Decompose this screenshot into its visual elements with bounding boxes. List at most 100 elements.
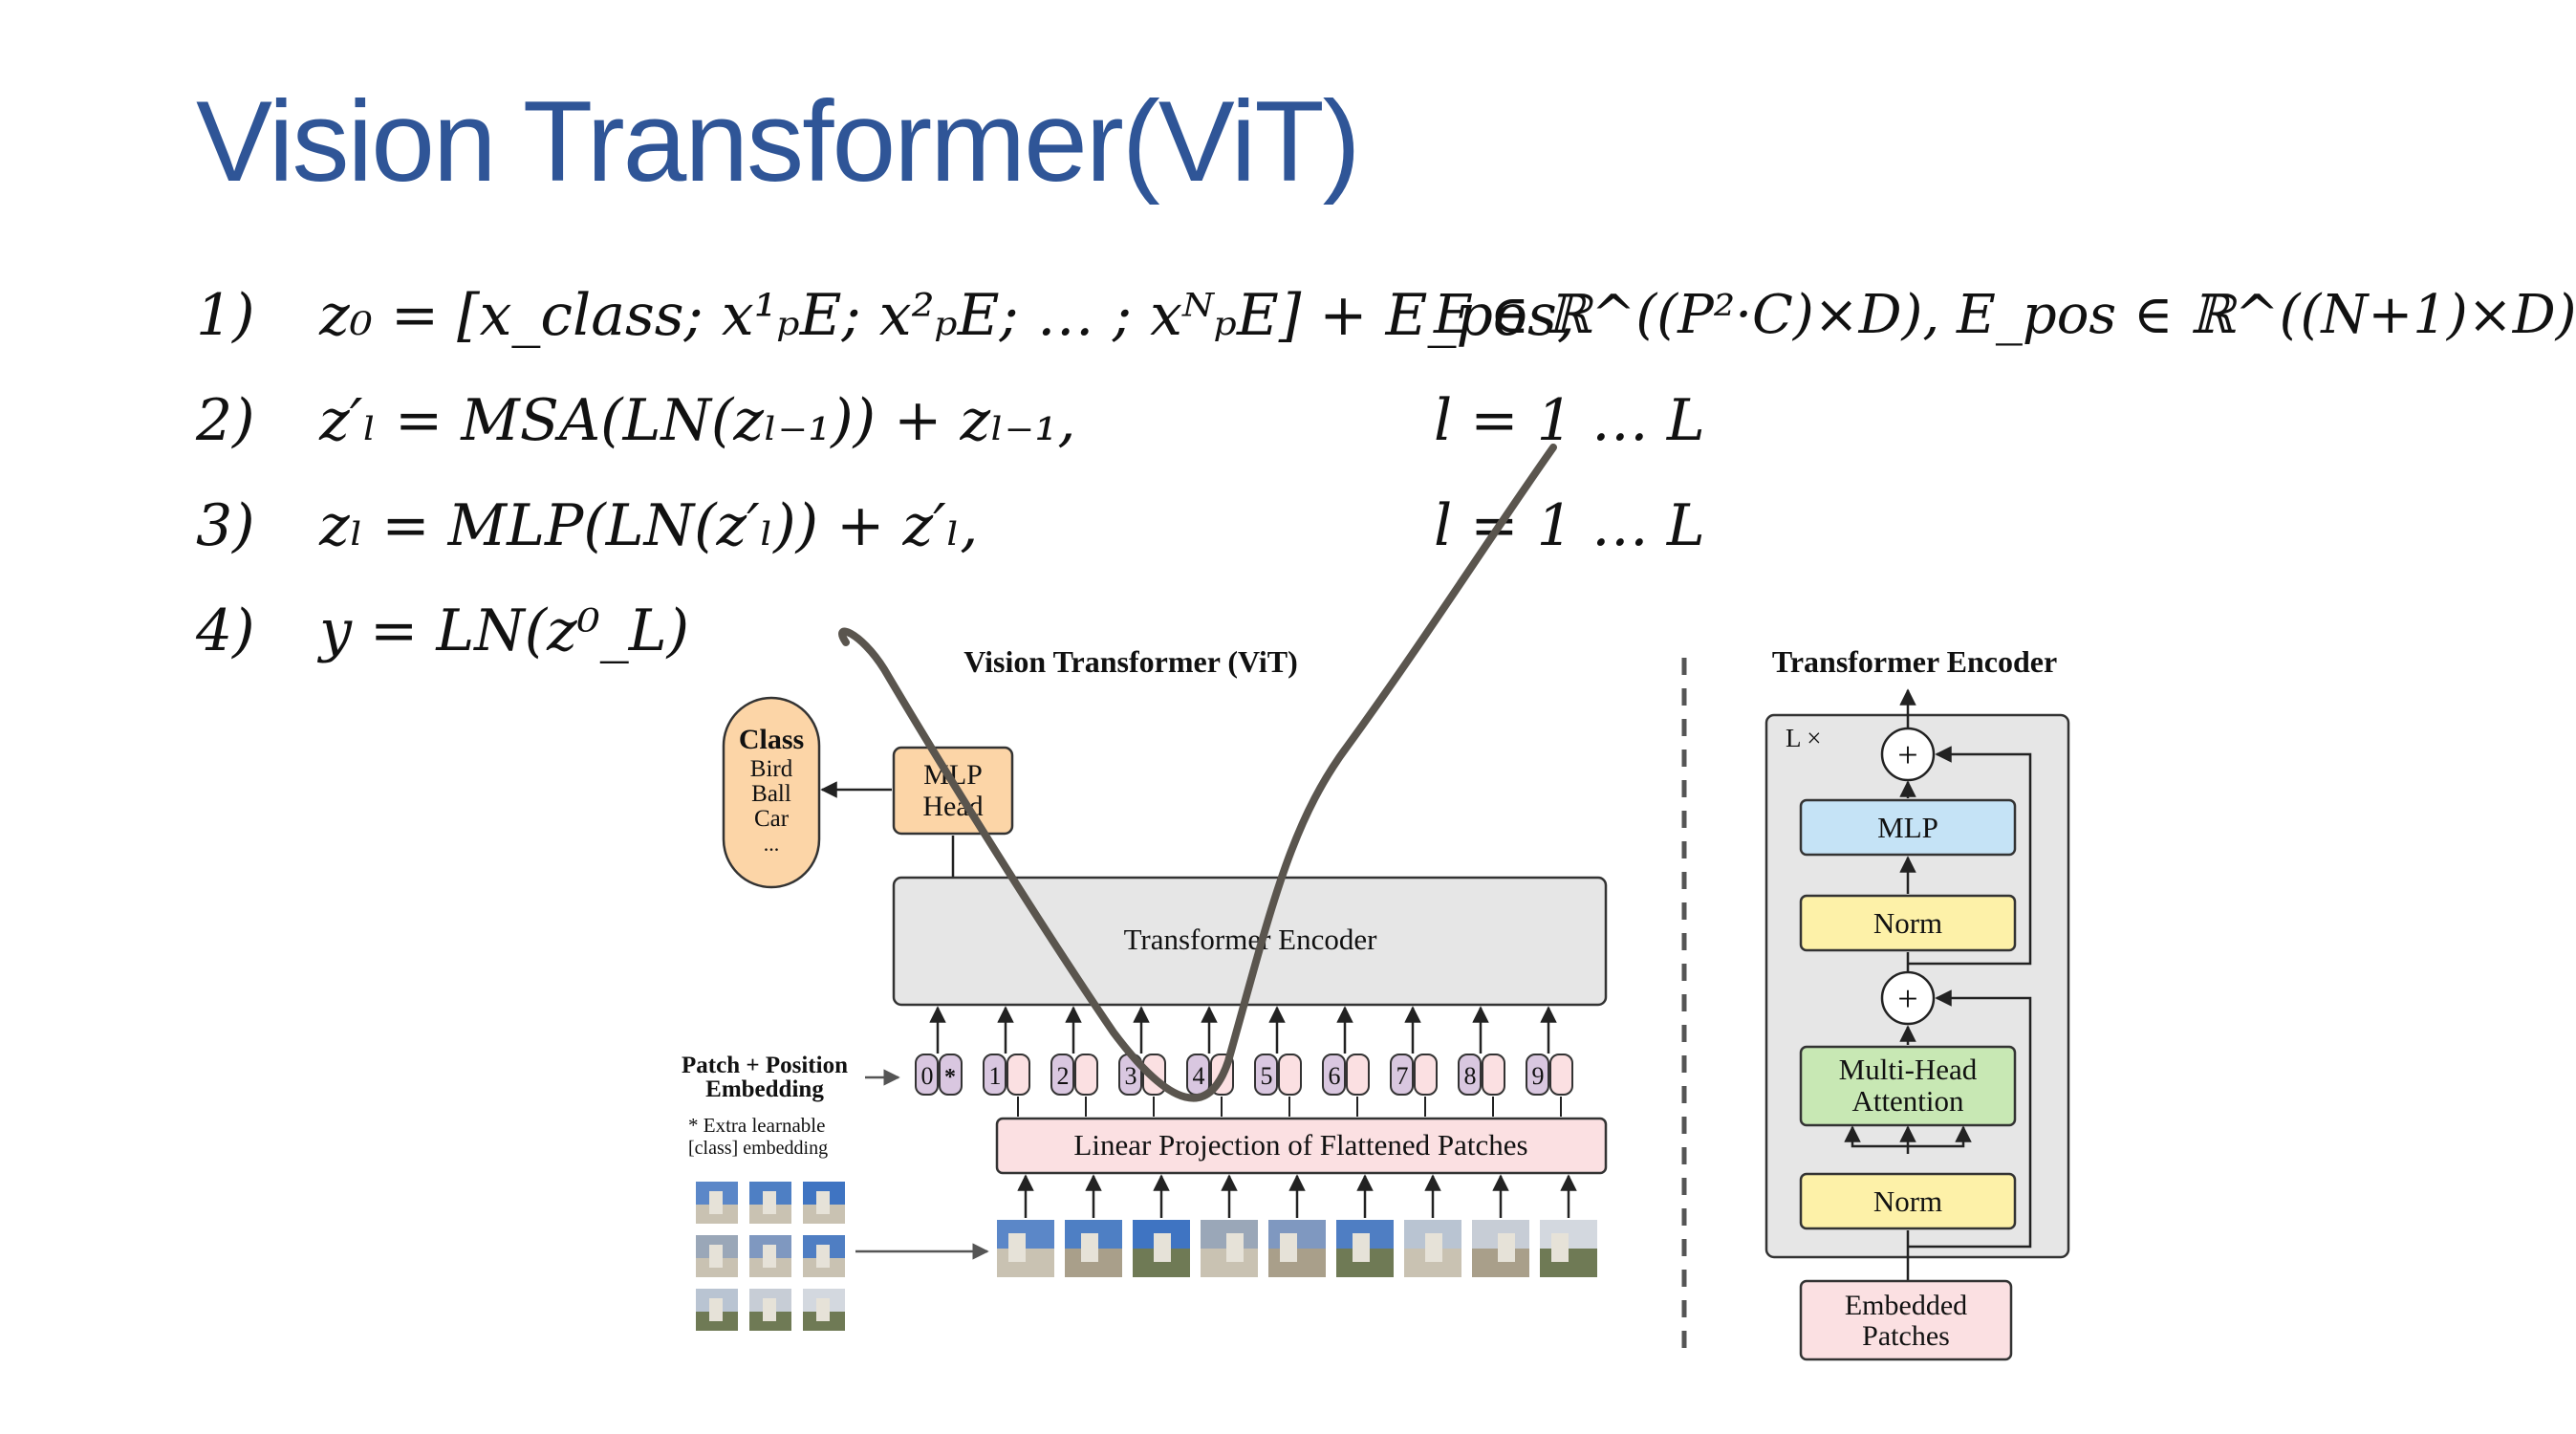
patch-token-6	[1346, 1054, 1370, 1096]
extra-note-1: * Extra learnable	[688, 1114, 825, 1137]
position-token-2	[1050, 1054, 1074, 1096]
equation-4: 4) y = LN(z⁰_L)	[196, 598, 689, 693]
position-token-label-6: 6	[1329, 1062, 1341, 1090]
arrow-attn-k	[1908, 1125, 1972, 1148]
norm-block-top	[1799, 894, 2017, 952]
position-token-label-5: 5	[1261, 1062, 1273, 1090]
embedded-patches-box	[1799, 1279, 2013, 1361]
attention-block	[1799, 1045, 2017, 1127]
equation-1-number: 1)	[196, 282, 255, 349]
annotation-stroke	[838, 444, 1557, 1102]
embedding-label-1: Patch + Position	[682, 1053, 848, 1078]
source-patch-3	[803, 1182, 845, 1224]
linear-projection-label: Linear Projection of Flattened Patches	[1073, 1128, 1527, 1162]
arrow-attn-q	[1844, 1125, 1908, 1148]
equation-3-expression: zₗ = MLP(LN(z′ₗ)) + z′ₗ,	[319, 492, 979, 559]
flattened-patch-4	[1201, 1174, 1258, 1277]
source-patch-2	[749, 1182, 791, 1224]
token-pair-0: 0*	[915, 1006, 963, 1096]
equation-2: 2) z′ₗ = MSA(LN(zₗ₋₁)) + zₗ₋₁,	[196, 387, 1075, 483]
plus-top: +	[1897, 735, 1917, 775]
flattened-patch-2	[1065, 1174, 1122, 1277]
position-token-label-1: 1	[989, 1062, 1002, 1090]
equation-2-expression: z′ₗ = MSA(LN(zₗ₋₁)) + zₗ₋₁,	[319, 387, 1076, 454]
slide-title: Vision Transformer(ViT)	[196, 77, 1361, 206]
flattened-patch-3	[1133, 1174, 1190, 1277]
position-token-label-3: 3	[1125, 1062, 1137, 1090]
position-token-7	[1390, 1054, 1414, 1096]
norm-label-bottom: Norm	[1873, 1184, 1942, 1218]
embedded-patches-label-1: Embedded	[1845, 1290, 1967, 1321]
attention-label-1: Multi-Head	[1839, 1053, 1978, 1086]
patch-strip	[997, 1174, 1597, 1277]
equation-3-number: 3)	[196, 492, 255, 559]
position-token-label-9: 9	[1532, 1062, 1545, 1090]
flattened-patch-8	[1472, 1174, 1529, 1277]
residual-connection-bottom	[1908, 989, 2032, 1249]
source-patch-7	[696, 1289, 738, 1331]
class-item-ball: Ball	[751, 781, 791, 807]
transformer-encoder-label: Transformer Encoder	[1124, 923, 1378, 956]
token-pair-9: 9	[1526, 1006, 1573, 1117]
flattened-patch-5	[1268, 1174, 1326, 1277]
position-token-label-8: 8	[1464, 1062, 1477, 1090]
residual-connection-top	[1908, 746, 2032, 966]
patch-token-5	[1278, 1054, 1302, 1096]
class-item-more: ...	[764, 832, 780, 856]
source-patch-9	[803, 1289, 845, 1331]
position-token-1	[983, 1054, 1007, 1096]
token-pair-1: 1	[983, 1006, 1030, 1117]
token-pair-6: 6	[1322, 1006, 1370, 1117]
embedding-label-2: Embedding	[705, 1076, 824, 1102]
extra-note-2: [class] embedding	[688, 1138, 828, 1159]
patch-token-2	[1074, 1054, 1098, 1096]
equation-3-range: l = 1 … L	[1434, 492, 1705, 559]
norm-label-top: Norm	[1873, 906, 1942, 940]
equation-4-number: 4)	[196, 598, 255, 664]
encoder-detail-title: Transformer Encoder	[1772, 644, 2057, 679]
equation-2-number: 2)	[196, 387, 255, 454]
token-pair-8: 8	[1458, 1006, 1505, 1117]
position-token-label-7: 7	[1396, 1062, 1409, 1090]
equation-1-expression: z₀ = [x_class; x¹ₚE; x²ₚE; … ; xᴺₚE] + E…	[319, 282, 1575, 349]
position-token-0	[915, 1054, 939, 1096]
repeat-label: L ×	[1786, 724, 1821, 752]
embedded-patches-label-2: Patches	[1862, 1320, 1950, 1352]
token-pair-7: 7	[1390, 1006, 1438, 1117]
class-item-car: Car	[754, 806, 790, 832]
linear-projection-box	[995, 1117, 1608, 1175]
position-token-5	[1254, 1054, 1278, 1096]
patch-token-1	[1007, 1054, 1030, 1096]
class-token-marker: *	[944, 1065, 956, 1090]
mlp-label: MLP	[1877, 811, 1938, 844]
equation-1-domain: E ∈ ℝ^((P²·C)×D), E_pos ∈ ℝ^((N+1)×D)	[1434, 284, 2576, 346]
class-token	[939, 1054, 963, 1096]
flattened-patch-7	[1404, 1174, 1461, 1277]
class-box	[722, 696, 821, 889]
position-token-label-0: 0	[921, 1062, 934, 1090]
source-patch-8	[749, 1289, 791, 1331]
residual-add-top	[1880, 727, 1936, 782]
mlp-head-box	[892, 746, 1014, 836]
flattened-patch-6	[1336, 1174, 1394, 1277]
source-patch-4	[696, 1235, 738, 1277]
plus-middle: +	[1897, 979, 1917, 1019]
position-token-label-4: 4	[1193, 1062, 1205, 1090]
patch-token-9	[1549, 1054, 1573, 1096]
token-pair-5: 5	[1254, 1006, 1302, 1117]
vit-title: Vision Transformer (ViT)	[963, 644, 1298, 679]
position-token-8	[1458, 1054, 1482, 1096]
residual-add-middle	[1880, 970, 1936, 1026]
source-patch-1	[696, 1182, 738, 1224]
equation-1: 1) z₀ = [x_class; x¹ₚE; x²ₚE; … ; xᴺₚE] …	[196, 282, 1575, 378]
class-item-bird: Bird	[750, 756, 793, 782]
flattened-patch-9	[1540, 1174, 1597, 1277]
patch-token-8	[1482, 1054, 1505, 1096]
source-image-grid	[696, 1182, 845, 1331]
equation-3: 3) zₗ = MLP(LN(z′ₗ)) + z′ₗ,	[196, 492, 978, 588]
attention-label-2: Attention	[1851, 1084, 1964, 1118]
position-token-9	[1526, 1054, 1549, 1096]
norm-block-bottom	[1799, 1172, 2017, 1230]
